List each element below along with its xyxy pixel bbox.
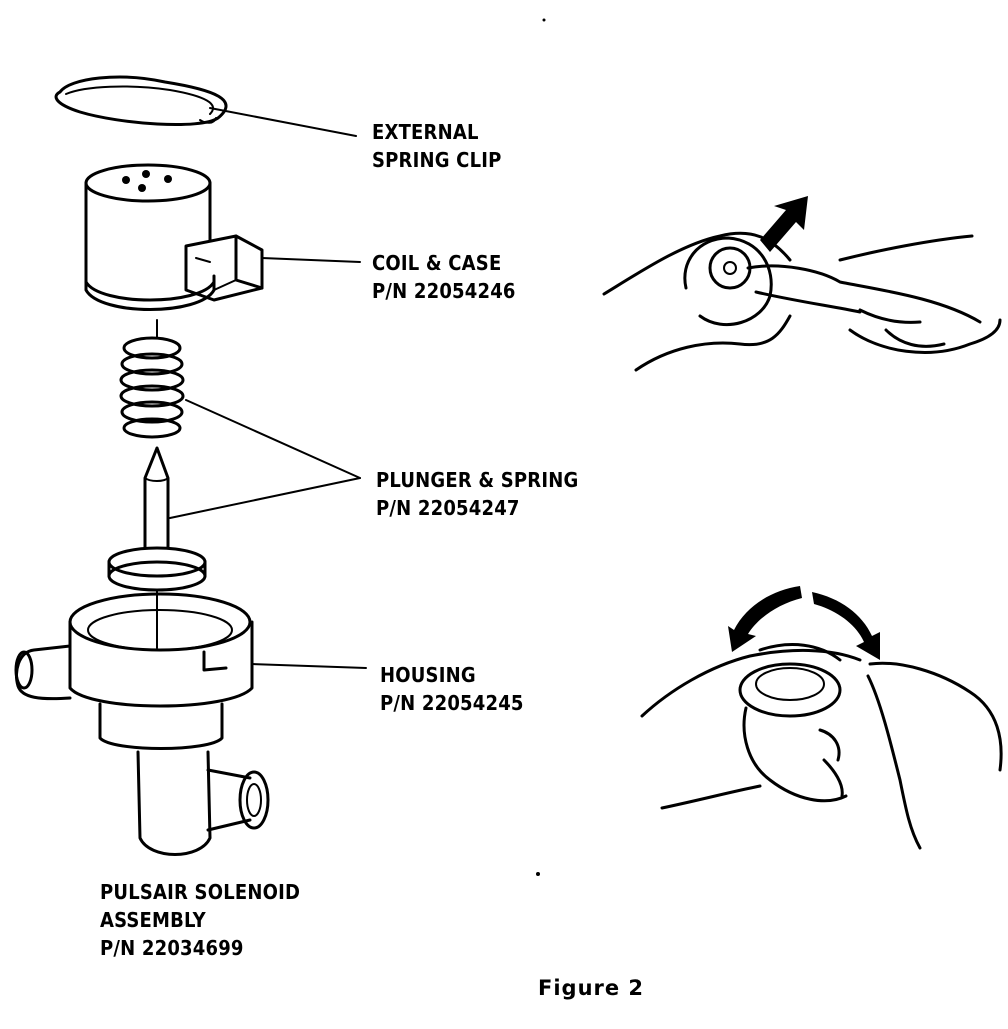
housing-part xyxy=(14,589,270,856)
label-external-spring-clip: EXTERNAL SPRING CLIP xyxy=(372,120,502,172)
label-pulsair-solenoid-assembly: PULSAIR SOLENOID ASSEMBLY P/N 22034699 xyxy=(100,880,301,960)
hands-pliers-removal-illustration xyxy=(602,196,1002,372)
hands-pliers-rotate-illustration xyxy=(640,586,1003,850)
stray-dot xyxy=(542,18,546,22)
spring-part xyxy=(119,319,185,439)
label-plunger-spring: PLUNGER & SPRING P/N 22054247 xyxy=(376,468,579,520)
external-spring-clip-part xyxy=(54,75,228,126)
label-housing: HOUSING P/N 22054245 xyxy=(380,663,524,715)
leader-lines xyxy=(169,107,367,669)
coil-case-part xyxy=(84,163,264,311)
plunger-part xyxy=(107,446,207,592)
label-coil-case: COIL & CASE P/N 22054246 xyxy=(372,251,516,303)
figure-caption: Figure 2 xyxy=(538,976,645,1000)
stray-dot xyxy=(536,872,540,876)
